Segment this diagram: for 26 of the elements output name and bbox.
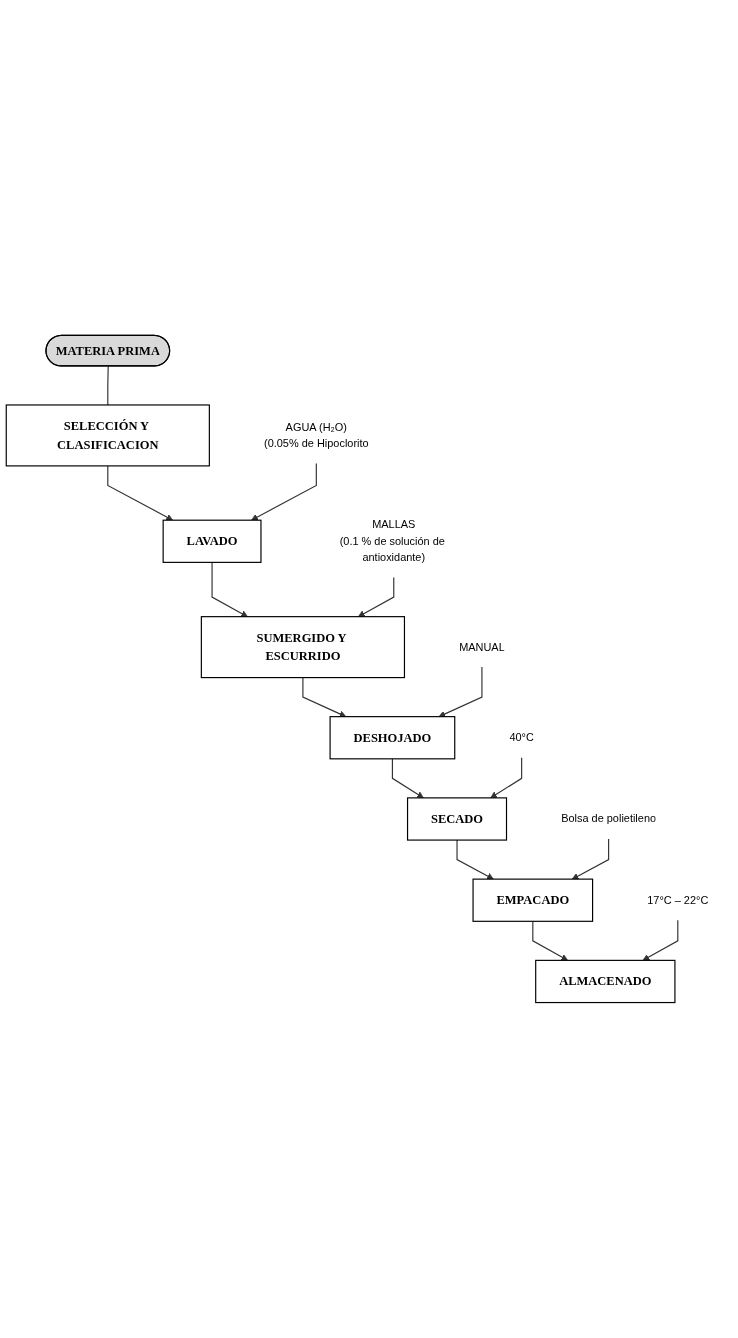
- arrow: [391, 758, 424, 799]
- arrow: [302, 677, 347, 718]
- arrow: [211, 561, 248, 617]
- arrow: [438, 666, 483, 718]
- node-box: LAVADO: [162, 519, 262, 563]
- arrow: [251, 462, 317, 521]
- node-text: MALLAS (0.1 % de solución de antioxidante): [339, 518, 445, 564]
- node-text: 17°C – 22°C: [647, 893, 709, 907]
- arrow: [357, 577, 395, 617]
- node-box: SELECCIÓN Y CLASIFICACION: [5, 404, 210, 467]
- arrow: [532, 920, 568, 961]
- arrow: [107, 465, 173, 521]
- arrow: [490, 757, 523, 799]
- node-box: SUMERGIDO Y ESCURRIDO: [200, 616, 406, 679]
- node-box: SECADO: [406, 797, 508, 841]
- arrow: [571, 838, 610, 880]
- node-text: MANUAL: [459, 640, 505, 653]
- node-text: AGUA (H₂O) (0.05% de Hipoclorito: [264, 420, 369, 450]
- node-text: Bolsa de polietileno: [561, 812, 657, 825]
- arrow: [456, 839, 494, 880]
- connector: [107, 365, 109, 406]
- arrow: [642, 919, 679, 961]
- node-box: EMPACADO: [472, 878, 594, 922]
- node-text: 40°C: [509, 731, 534, 744]
- node-box: DESHOJADO: [329, 716, 456, 760]
- node-box: ALMACENADO: [535, 959, 676, 1004]
